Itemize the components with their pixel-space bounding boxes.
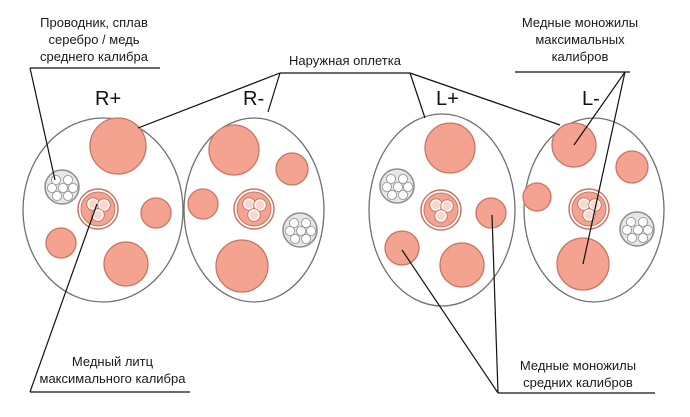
silver-strand	[632, 224, 644, 236]
copper-litz-strand-fill	[244, 199, 254, 209]
copper-mono-mid	[187, 188, 219, 220]
silver-strand	[625, 216, 637, 228]
copper-litz-strand-fill	[442, 201, 452, 211]
copper-mono-max-label-line-2: максимальных	[535, 32, 625, 47]
silver-leader-line	[29, 67, 56, 181]
copper-litz-strand-fill	[88, 199, 98, 209]
mono-max-leader-upper	[573, 71, 626, 146]
silver-conductor-label-line-3: среднего калибра	[40, 49, 148, 64]
braid-leader-l-plus	[409, 72, 426, 119]
copper-litz-max-label-line-1: Медный литц	[71, 354, 154, 369]
silver-strand	[305, 225, 317, 237]
copper-mono-mid	[140, 197, 172, 229]
copper-litz-strand-fill	[579, 199, 589, 209]
cable-l-minus	[522, 117, 665, 303]
mono-max-leader-lower	[582, 71, 626, 265]
cable-r-plus	[22, 117, 184, 303]
copper-mono-max-label-line-3: калибров	[551, 49, 609, 64]
silver-strand	[642, 224, 654, 236]
mono-mid-leader-right	[491, 214, 499, 394]
copper-litz-max-label-line-2: максимального калибра	[39, 371, 186, 386]
copper-mono-max-label-line-1: Медные моножилы	[521, 15, 639, 30]
copper-litz-strand-fill	[255, 200, 265, 210]
channel-label-l-plus: L+	[436, 88, 459, 110]
silver-strand	[51, 190, 63, 202]
copper-litz-strand-fill	[590, 200, 600, 210]
mono-mid-leader-left	[401, 249, 499, 394]
copper-mono-mid	[384, 230, 420, 266]
silver-strand	[397, 173, 409, 185]
silver-strand	[385, 173, 397, 185]
cable-r-minus	[183, 117, 325, 303]
outer-braid-label: Наружная оплетка	[289, 53, 401, 68]
channel-label-l-minus: L-	[582, 88, 600, 110]
silver-conductor-label: Проводник, сплав серебро / медь среднего…	[28, 14, 160, 65]
copper-mono-mid-label-line-2: средних калибров	[523, 375, 633, 390]
silver-strand	[284, 225, 296, 237]
silver-strand	[637, 232, 649, 244]
copper-mono-max	[89, 117, 147, 175]
copper-mono-mid	[475, 197, 507, 229]
copper-litz-max-label: Медный литц максимального калибра	[30, 353, 195, 387]
silver-strand	[626, 232, 638, 244]
braid-leader-r-minus	[267, 72, 281, 113]
silver-strand	[300, 217, 312, 229]
silver-strand	[46, 182, 58, 194]
channel-label-r-minus: R-	[243, 88, 265, 110]
copper-litz-strand-fill	[431, 200, 441, 210]
cable-l-plus	[368, 113, 516, 307]
silver-strand	[295, 225, 307, 237]
copper-litz-strand-fill	[436, 211, 446, 221]
copper-mono-mid	[615, 150, 649, 184]
copper-mono-max	[215, 239, 269, 293]
copper-mono-mid	[45, 227, 77, 259]
copper-mono-mid	[522, 182, 552, 212]
silver-strand	[289, 233, 301, 245]
copper-litz-strand-fill	[93, 210, 103, 220]
silver-strand	[381, 181, 393, 193]
silver-strand	[402, 181, 414, 193]
copper-litz-strand-fill	[99, 200, 109, 210]
silver-strand	[57, 182, 69, 194]
silver-strand	[62, 174, 74, 186]
silver-strand	[300, 233, 312, 245]
channel-label-r-plus: R+	[95, 88, 122, 110]
silver-conductor-label-line-2: серебро / медь	[48, 32, 140, 47]
silver-strand	[288, 217, 300, 229]
copper-litz-strand-fill	[249, 210, 259, 220]
silver-strand	[62, 190, 74, 202]
silver-strand	[397, 189, 409, 201]
braid-leader-r-plus	[137, 72, 281, 129]
copper-mono-mid-label-line-1: Медные моножилы	[519, 358, 637, 373]
silver-strand	[50, 174, 62, 186]
copper-mono-max	[208, 124, 260, 176]
copper-mono-mid	[275, 152, 309, 186]
copper-mono-max-label: Медные моножилы максимальных калибров	[505, 14, 655, 65]
litz-leader-line	[29, 203, 98, 393]
braid-leader-l-minus	[409, 72, 561, 126]
silver-strand	[386, 189, 398, 201]
copper-mono-max	[103, 241, 149, 287]
silver-strand	[67, 182, 79, 194]
silver-conductor-label-line-1: Проводник, сплав	[40, 15, 148, 30]
silver-strand	[637, 216, 649, 228]
copper-mono-max	[439, 242, 485, 288]
copper-mono-max	[424, 122, 476, 174]
copper-mono-mid-label: Медные моножилы средних калибров	[498, 357, 658, 391]
silver-strand	[621, 224, 633, 236]
copper-litz-strand-fill	[584, 210, 594, 220]
silver-strand	[392, 181, 404, 193]
